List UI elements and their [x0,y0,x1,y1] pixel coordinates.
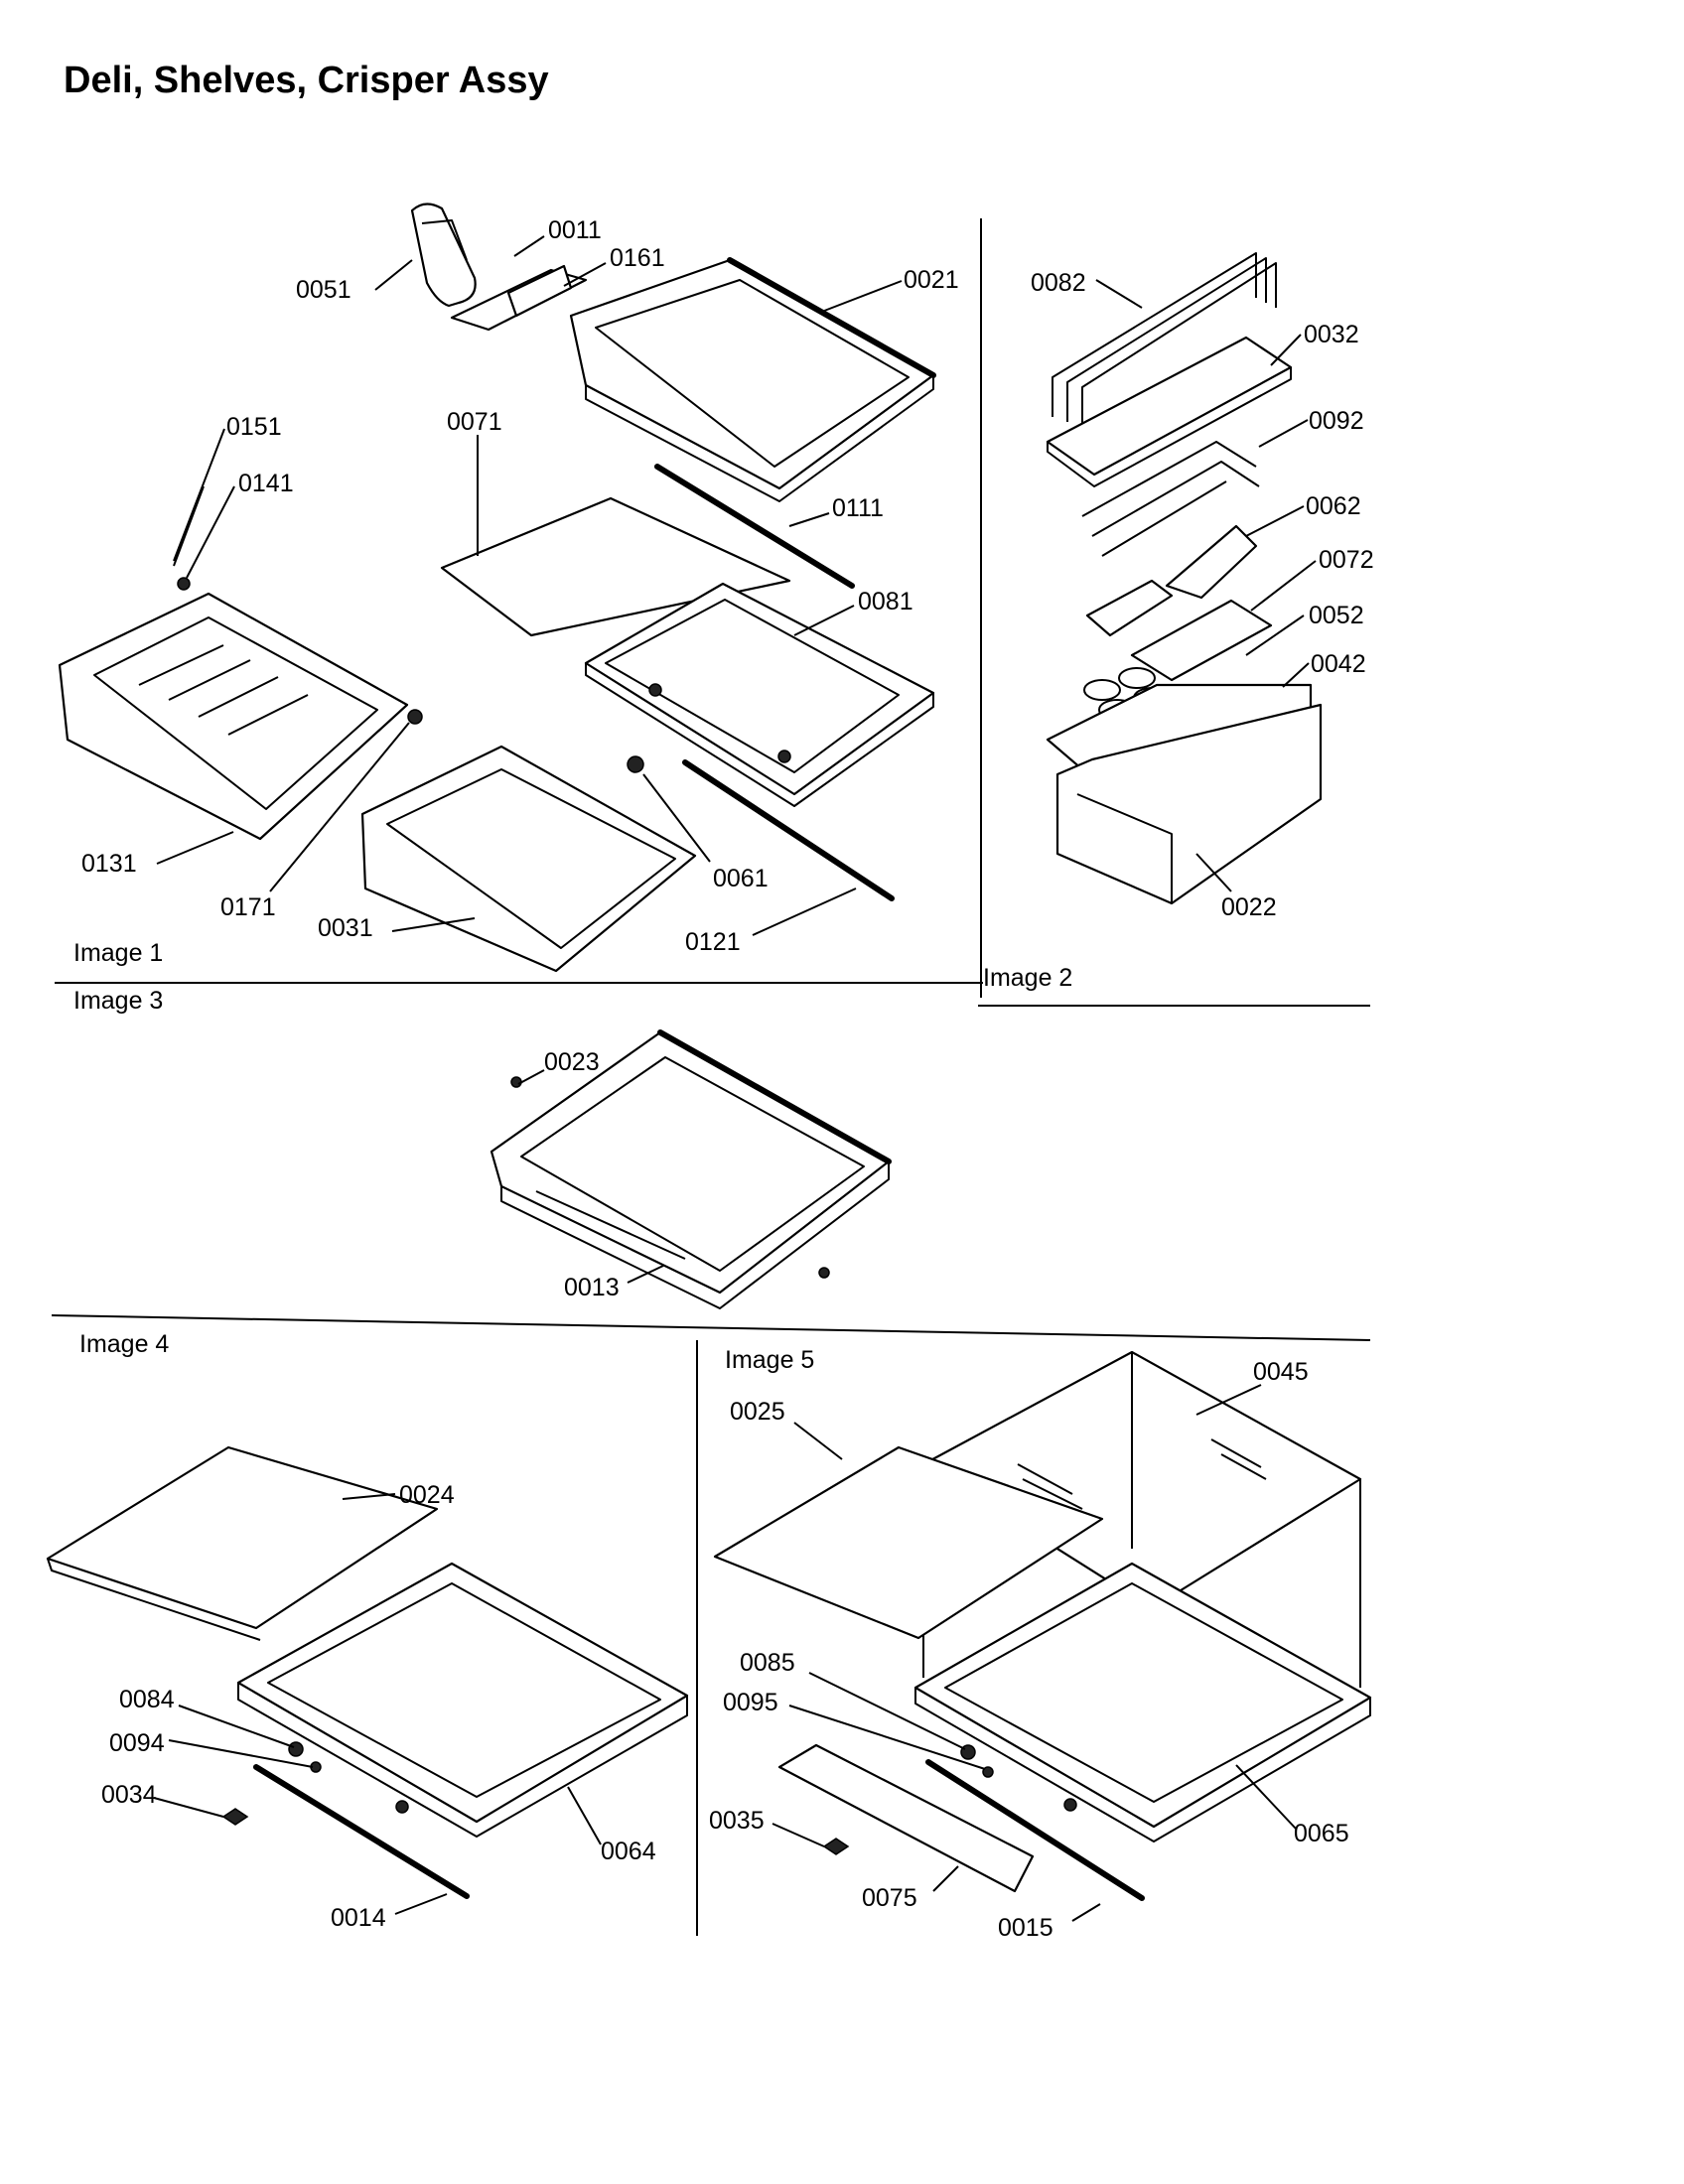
image-4-label: Image 4 [79,1330,169,1358]
part-label-0161: 0161 [610,244,665,272]
part-label-0094: 0094 [109,1729,165,1757]
part-label-0025: 0025 [730,1398,785,1426]
part-label-0075: 0075 [862,1884,917,1912]
image-3-label: Image 3 [73,987,163,1015]
image-3-part-labels: 0023 0013 [544,1048,620,1301]
image-5-drawing [713,1350,1372,1901]
part-label-0023: 0023 [544,1048,600,1076]
part-label-0081: 0081 [858,588,913,615]
panel-dividers [51,218,1371,1936]
image-2-part-labels: 0082 0032 0092 0062 0072 0052 0042 0022 [1031,269,1374,921]
part-label-0051: 0051 [296,276,351,304]
image-1-drawing [58,203,936,973]
part-label-0052: 0052 [1309,602,1364,629]
part-label-0072: 0072 [1319,546,1374,574]
part-label-0084: 0084 [119,1686,175,1713]
page-title: Deli, Shelves, Crisper Assy [64,60,549,101]
image-4-part-labels: 0024 0084 0094 0034 0064 0014 [101,1481,656,1932]
part-label-0065: 0065 [1294,1820,1349,1847]
image-1-part-labels: 0011 0161 0051 0021 0151 0141 0071 0111 … [81,216,959,956]
part-label-0032: 0032 [1304,321,1359,348]
part-label-0141: 0141 [238,470,294,497]
part-label-0042: 0042 [1311,650,1366,678]
part-label-0071: 0071 [447,408,502,436]
part-label-0013: 0013 [564,1274,620,1301]
part-label-0111: 0111 [832,494,884,522]
part-label-0014: 0014 [331,1904,386,1932]
image-1-leaders [156,235,903,936]
image-2-label: Image 2 [983,964,1072,992]
image-4-drawing [46,1445,689,1899]
part-label-0151: 0151 [226,413,282,441]
part-label-0171: 0171 [220,893,276,921]
image-5-part-labels: 0045 0025 0085 0095 0035 0075 0015 0065 [709,1358,1349,1942]
part-label-0022: 0022 [1221,893,1277,921]
part-label-0062: 0062 [1306,492,1361,520]
part-label-0021: 0021 [904,266,959,294]
part-label-0015: 0015 [998,1914,1053,1942]
part-label-0095: 0095 [723,1689,778,1716]
part-label-0092: 0092 [1309,407,1364,435]
part-label-0131: 0131 [81,850,137,878]
part-label-0085: 0085 [740,1649,795,1677]
part-label-0035: 0035 [709,1807,765,1835]
image-3-leaders [517,1069,664,1284]
image-5-label: Image 5 [725,1346,814,1374]
part-label-0034: 0034 [101,1781,157,1809]
image-3-drawing [490,1029,892,1309]
part-label-0011: 0011 [548,216,602,244]
part-label-0031: 0031 [318,914,373,942]
part-label-0064: 0064 [601,1838,656,1865]
image-1-label: Image 1 [73,939,163,967]
image-4-leaders [153,1493,602,1915]
image-2-leaders [1095,279,1317,892]
image-2-drawing [1046,252,1323,905]
part-label-0024: 0024 [399,1481,455,1509]
image-5-leaders [772,1384,1297,1922]
part-label-0082: 0082 [1031,269,1086,297]
part-label-0061: 0061 [713,865,769,892]
part-label-0045: 0045 [1253,1358,1309,1386]
part-label-0121: 0121 [685,928,741,956]
